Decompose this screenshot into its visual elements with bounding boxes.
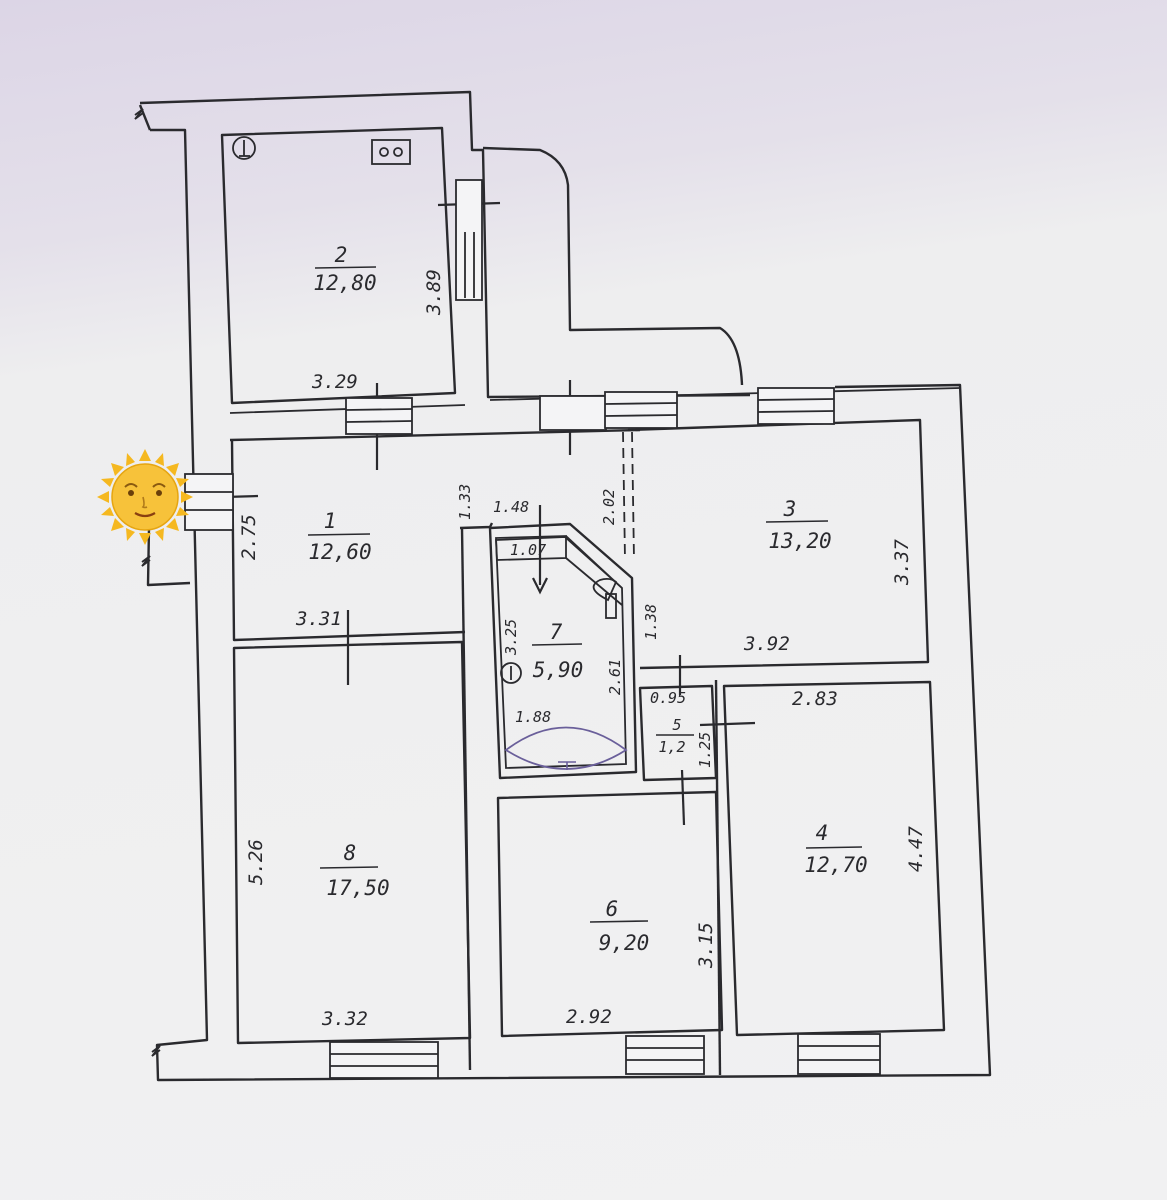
sun-emoji-icon	[97, 449, 193, 545]
break-marks	[134, 108, 161, 1057]
dim-bath-bottom: 1.88	[515, 708, 551, 726]
room-4-area: 12,70	[804, 853, 867, 877]
dim-r2-width: 3.29	[311, 371, 358, 393]
dim-r6-height: 3.15	[695, 922, 717, 969]
dim-diagonal: 1.38	[642, 604, 660, 640]
dim-r4-width: 2.83	[792, 688, 838, 710]
room-1	[229, 428, 641, 642]
room-7-bathroom	[488, 522, 638, 780]
partition-wall	[714, 679, 722, 1076]
dim-r8-height: 5.26	[245, 839, 267, 885]
dimension-labels: 3.89 3.29 2.75 3.31 1.33 1.48 2.02 1.07 …	[238, 269, 927, 1030]
dim-r1-height: 2.75	[238, 514, 260, 560]
room-3	[627, 418, 930, 670]
dim-r2-height: 3.89	[423, 269, 445, 316]
dim-r3-height: 3.37	[891, 539, 913, 586]
room-3-number: 3	[783, 497, 797, 521]
room-3-area: 13,20	[768, 529, 831, 553]
room-2-area: 12,80	[313, 271, 376, 295]
dim-r3-width: 3.92	[743, 633, 790, 655]
dim-r5-height: 1.25	[696, 732, 714, 768]
room-6-area: 9,20	[599, 931, 650, 955]
room-4	[722, 680, 946, 1037]
toilet-icon	[592, 577, 618, 619]
room-1-number: 1	[324, 509, 337, 533]
outer-walls	[138, 90, 992, 1082]
dim-corridor-c: 2.02	[600, 489, 618, 525]
room-2	[220, 126, 457, 405]
sink-icon	[500, 662, 522, 684]
room-7-number: 7	[550, 620, 563, 644]
dim-r5-width: 0.95	[650, 689, 686, 707]
windows	[184, 179, 881, 1079]
dim-bath-left: 3.25	[502, 619, 520, 656]
dim-r6-width: 2.92	[566, 1006, 612, 1028]
room-5-number: 5	[672, 716, 681, 734]
room-8-number: 8	[344, 841, 357, 865]
partition-wall-center	[460, 527, 472, 1071]
room-6	[496, 790, 724, 1038]
bathtub-icon	[504, 726, 628, 770]
room-5-area: 1,2	[658, 738, 685, 756]
dim-bath-right: 2.61	[606, 659, 624, 695]
stove-icon	[371, 139, 411, 165]
room-8-area: 17,50	[326, 876, 389, 900]
room-2-number: 2	[335, 243, 348, 267]
water-heater-icon	[232, 136, 256, 160]
dim-r8-width: 3.32	[321, 1008, 368, 1030]
dim-bath-top: 1.07	[510, 541, 546, 559]
room-7-area: 5,90	[533, 658, 584, 682]
dim-r4-height: 4.47	[905, 826, 927, 872]
dim-corridor-b: 1.48	[493, 498, 529, 516]
room-6-number: 6	[606, 897, 619, 921]
room-labels: 2 12,80 1 12,60 3 13,20 7 5,90 5 1,2 8 1…	[307, 243, 868, 955]
room-1-area: 12,60	[308, 540, 371, 564]
dim-corridor-a: 1.33	[456, 484, 474, 520]
room-4-number: 4	[816, 821, 829, 845]
dim-r1-width: 3.31	[295, 608, 342, 630]
